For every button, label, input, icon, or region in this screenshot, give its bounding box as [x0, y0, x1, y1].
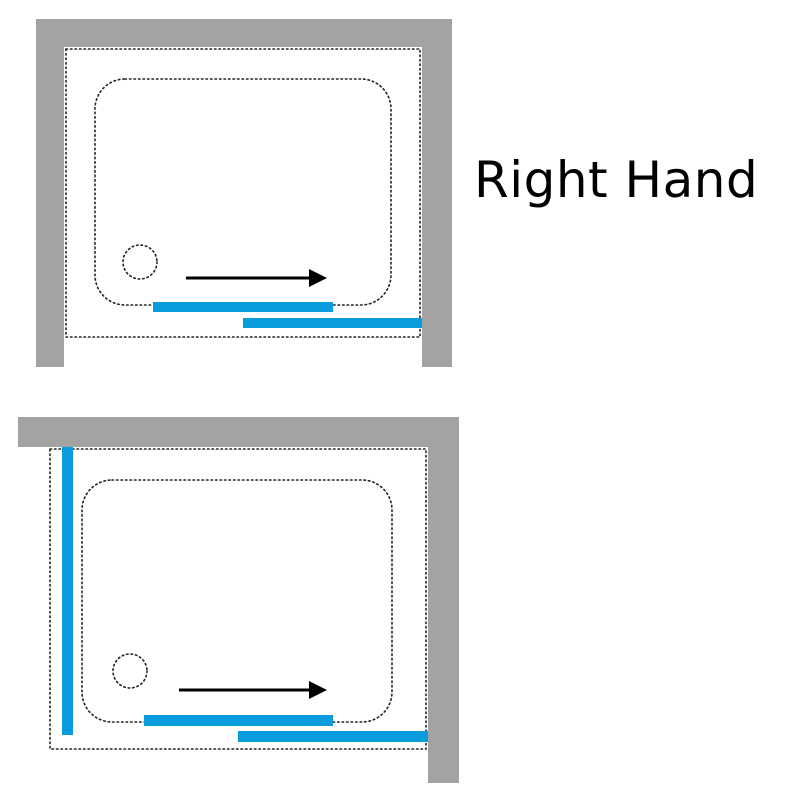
wall-corner [18, 417, 459, 783]
wall-right [428, 417, 459, 783]
layout-corner [18, 417, 459, 783]
side-glass-panel [62, 447, 73, 735]
wall-recess [36, 19, 452, 367]
enclosure-outline [65, 48, 421, 338]
fixed-glass-panel [243, 318, 422, 328]
page-title: Right Hand [474, 151, 759, 209]
wall-back [18, 417, 459, 447]
shower-tray [81, 479, 393, 723]
enclosure-outline [49, 448, 427, 750]
drain-icon [112, 653, 148, 689]
wall-back [36, 19, 452, 47]
wall-left [36, 19, 64, 367]
layout-recess [36, 19, 452, 367]
drain-icon [122, 244, 158, 280]
sliding-door-glass [153, 302, 333, 312]
fixed-glass-panel [238, 731, 428, 742]
wall-right [422, 19, 452, 367]
shower-tray [94, 78, 392, 306]
sliding-door-glass [144, 715, 333, 726]
